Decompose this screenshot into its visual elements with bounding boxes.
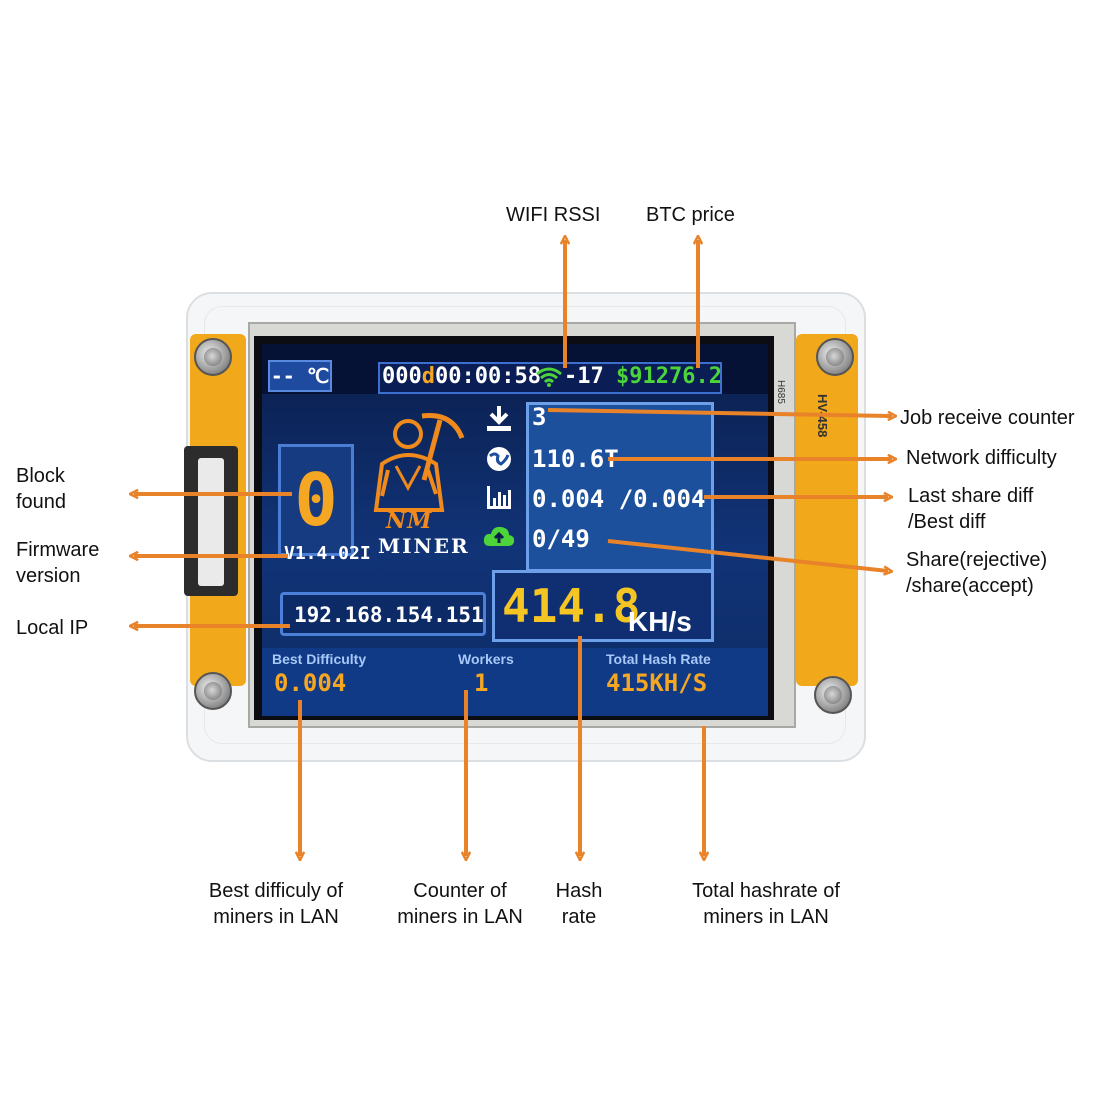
pickaxe-miner-icon — [373, 412, 465, 512]
globe-icon — [487, 447, 511, 471]
total-hash-rate-value: 415KH/S — [606, 669, 708, 697]
total-hash-rate-label: Total Hash Rate — [606, 651, 711, 667]
arrow-shares — [607, 539, 888, 571]
best-difficulty-value: 0.004 — [274, 669, 347, 697]
label-shares: Share(rejective)/share(accept) — [906, 549, 1048, 597]
local-ip-frame — [280, 592, 486, 636]
label-btc-price: BTC price — [646, 204, 735, 226]
network-difficulty-value: 110.6T — [532, 445, 619, 473]
wifi-icon — [536, 367, 562, 387]
firmware-version: V1.4.02I — [284, 543, 371, 564]
bar-chart-icon — [487, 486, 511, 509]
hash-rate-value: 414.8 — [502, 579, 641, 633]
best-difficulty-label: Best Difficulty — [272, 651, 367, 667]
btc-price-readout: $91276.2 — [616, 364, 722, 389]
arrow-job-counter — [547, 408, 892, 416]
cloud-upload-icon — [483, 526, 515, 546]
label-last-share-diff: Last share diff/Best diff — [908, 485, 1034, 533]
workers-value: 1 — [474, 669, 489, 697]
block-found-frame — [278, 444, 354, 556]
label-job-counter: Job receive counter — [900, 407, 1075, 429]
rssi-readout: -17 — [564, 364, 604, 389]
download-icon — [487, 406, 511, 431]
pcb-sticker — [198, 458, 224, 586]
screw-top-right — [816, 338, 854, 376]
hash-rate-frame — [492, 570, 714, 642]
logo-nm: NM — [386, 508, 433, 534]
pcb-right — [796, 334, 858, 686]
screw-bottom-left — [194, 672, 232, 710]
uptime-readout: 000d00:00:58 — [382, 364, 541, 389]
block-found-value: 0 — [294, 458, 338, 542]
temperature-readout: -- ℃ — [268, 360, 332, 392]
label-network-difficulty: Network difficulty — [906, 447, 1057, 469]
lcd-screen: -- ℃ 000d00:00:58 -17 $91276.2 3 — [262, 344, 768, 716]
shares-value: 0/49 — [532, 525, 590, 553]
share-diff-value: 0.004 /0.004 — [532, 485, 706, 513]
logo-miner: MINER — [378, 534, 470, 558]
workers-label: Workers — [458, 651, 514, 667]
hash-rate-unit: KH/s — [628, 606, 692, 637]
status-frame — [378, 362, 722, 394]
label-wifi-rssi: WIFI RSSI — [506, 204, 601, 226]
job-counter-value: 3 — [532, 403, 547, 431]
local-ip-value: 192.168.154.151 — [294, 603, 484, 627]
screw-top-left — [194, 338, 232, 376]
screw-bottom-right — [814, 676, 852, 714]
label-local-ip: Local IP — [16, 617, 89, 639]
lan-stats-bar — [262, 648, 768, 716]
